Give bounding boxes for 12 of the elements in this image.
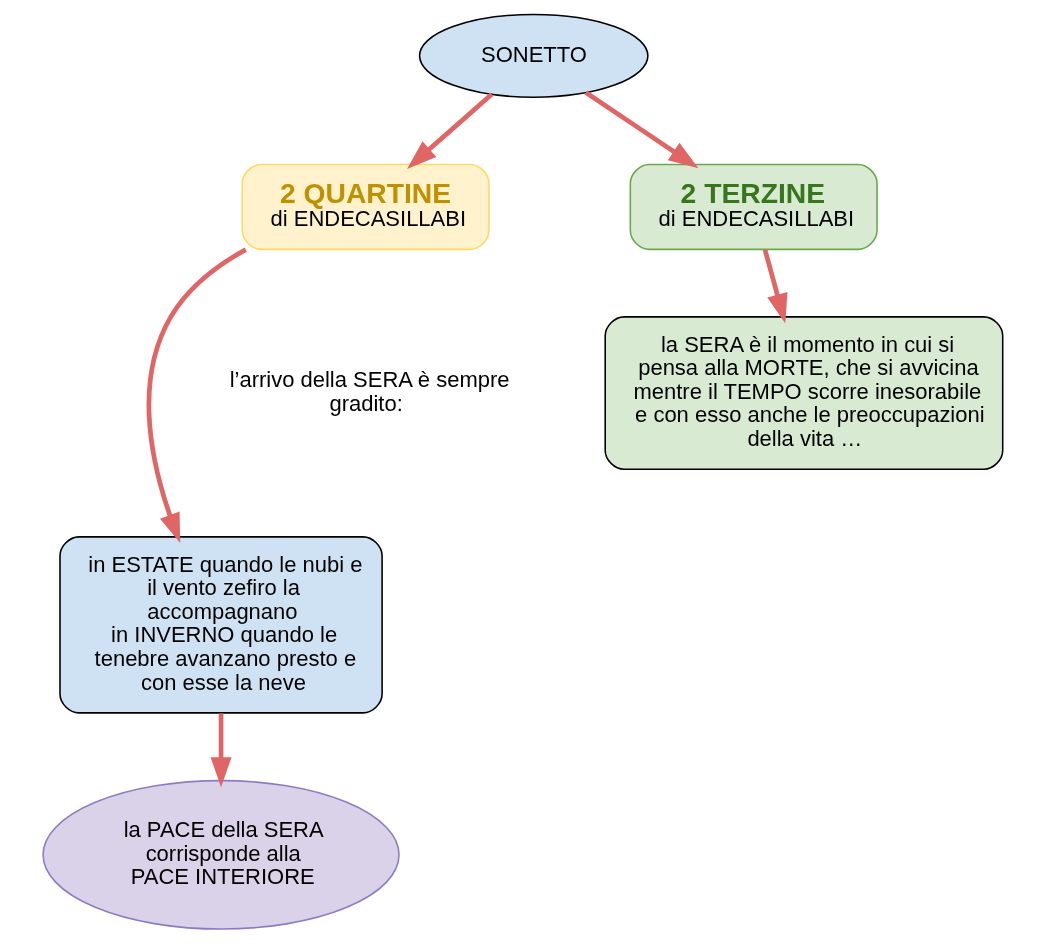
node-ellipse: SONETTO: [418, 13, 649, 98]
arrow: [146, 247, 247, 544]
arrow: [584, 90, 698, 169]
arrow: [406, 92, 493, 169]
node-box: 2 TERZINE di ENDECASILLABI: [629, 163, 878, 251]
node-box: la SERA è il momento in cui si pensa alla MORTE, che si avvicina mentre il TEMPO scorre inesorabile e con esso anche le preoccupazioni della vita …: [603, 316, 1003, 471]
label: l’arrivo della SERA è sempre gradito:: [229, 367, 509, 416]
node-ellipse: la PACE della SERA corrisponde alla PACE INTERIORE: [41, 779, 400, 930]
node-box: in ESTATE quando le nubi e il vento zefiro la accompagnano in INVERNO quando le tenebre avanzano presto e con esse la neve: [58, 536, 383, 714]
arrow: [762, 248, 787, 324]
arrow: [210, 713, 231, 788]
node-box: 2 QUARTINE di ENDECASILLABI: [240, 163, 490, 251]
